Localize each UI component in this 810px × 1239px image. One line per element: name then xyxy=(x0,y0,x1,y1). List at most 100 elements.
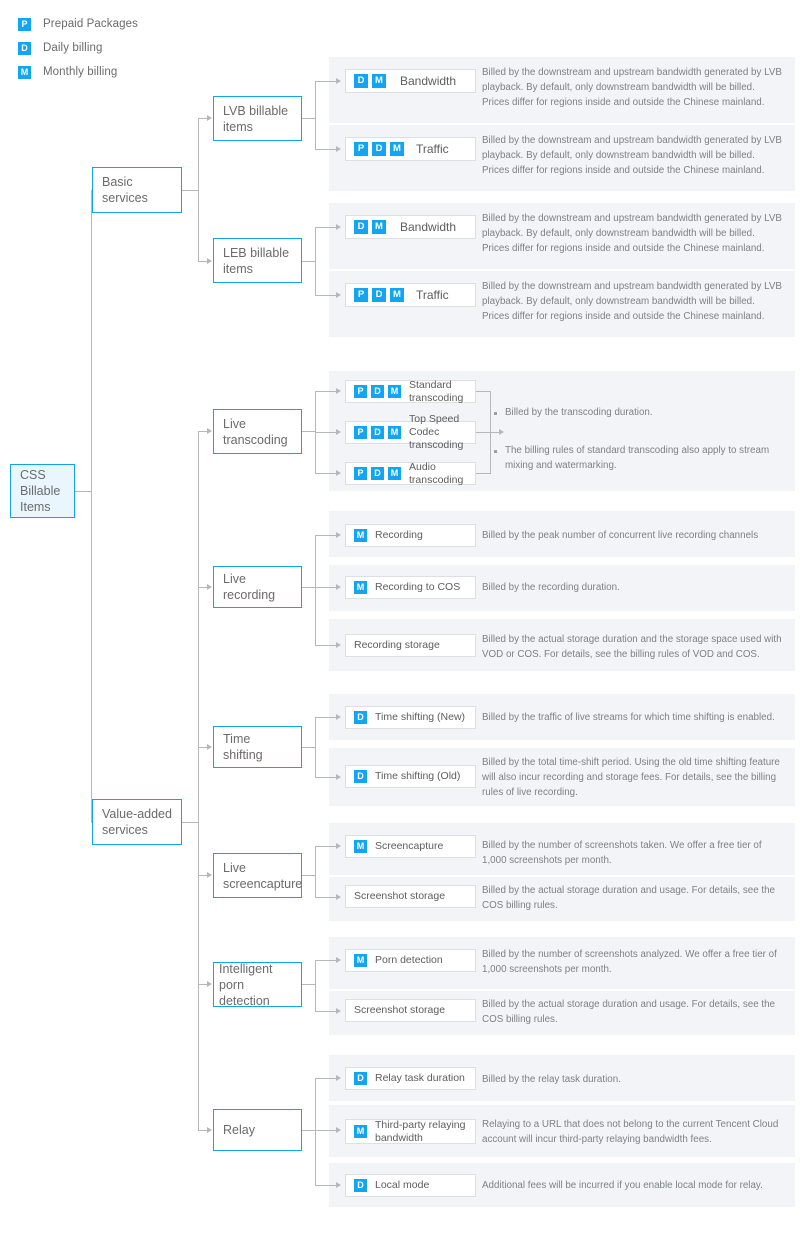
arrow-icon xyxy=(336,469,341,476)
node-live-transcoding[interactable]: Live transcoding xyxy=(213,409,302,454)
item-label: Screenshot storage xyxy=(354,1004,446,1017)
badge-daily-icon: D xyxy=(371,426,384,439)
item-label: Recording to COS xyxy=(375,581,461,594)
badge-prepaid-icon: P xyxy=(354,467,367,480)
arrow-icon xyxy=(336,531,341,538)
badge-prepaid-icon: P xyxy=(354,426,367,439)
item-lvb-traffic[interactable]: P D M Traffic xyxy=(345,137,476,161)
badge-daily-icon: D xyxy=(354,1179,367,1192)
item-leb-traffic[interactable]: P D M Traffic xyxy=(345,283,476,307)
item-audio-transcoding[interactable]: P D M Audio transcoding xyxy=(345,460,476,486)
node-value-added-services[interactable]: Value-added services xyxy=(92,799,182,845)
item-description: Billed by the actual storage duration an… xyxy=(482,634,782,660)
badge-daily-icon: D xyxy=(354,711,367,724)
item-third-party-relaying-bandwidth[interactable]: M Third-party relaying bandwidth xyxy=(345,1119,476,1144)
node-root[interactable]: CSS Billable Items xyxy=(10,464,75,518)
node-label: LEB billable items xyxy=(223,245,290,276)
connector xyxy=(302,118,315,119)
arrow-icon xyxy=(336,291,341,298)
item-recording-storage[interactable]: Recording storage xyxy=(345,634,476,657)
node-label: Value-added services xyxy=(102,807,172,837)
arrow-icon xyxy=(499,428,504,435)
connector xyxy=(315,777,337,778)
connector xyxy=(315,81,316,149)
item-time-shifting-new[interactable]: D Time shifting (New) xyxy=(345,706,476,729)
arrow-icon xyxy=(207,257,212,264)
item-description: Billed by the peak number of concurrent … xyxy=(482,530,759,541)
badge-prepaid-icon: P xyxy=(354,142,368,156)
item-label: Porn detection xyxy=(375,954,443,967)
item-description: Billed by the traffic of live streams fo… xyxy=(482,712,775,723)
connector xyxy=(315,717,337,718)
badge-monthly-icon: M xyxy=(354,840,367,853)
badge-daily-icon: D xyxy=(354,220,368,234)
item-description: Billed by the downstream and upstream ba… xyxy=(482,135,782,176)
node-time-shifting[interactable]: Time shifting xyxy=(213,726,302,768)
item-recording-to-cos[interactable]: M Recording to COS xyxy=(345,576,476,599)
item-local-mode[interactable]: D Local mode xyxy=(345,1174,476,1197)
connector xyxy=(315,81,337,82)
item-recording[interactable]: M Recording xyxy=(345,524,476,547)
arrow-icon xyxy=(336,773,341,780)
badge-monthly-icon: M xyxy=(388,467,401,480)
node-basic-services[interactable]: Basic services xyxy=(92,167,182,213)
node-live-recording[interactable]: Live recording xyxy=(213,566,302,608)
node-live-screencapture[interactable]: Live screencapture xyxy=(213,853,302,898)
badge-monthly-icon: M xyxy=(390,288,404,302)
connector xyxy=(198,875,208,876)
item-description: Relaying to a URL that does not belong t… xyxy=(482,1119,779,1145)
item-lvb-bandwidth[interactable]: D M Bandwidth xyxy=(345,69,476,93)
item-screenshot-storage[interactable]: Screenshot storage xyxy=(345,885,476,908)
legend-item: D Daily billing xyxy=(18,36,138,60)
legend-label: Prepaid Packages xyxy=(43,18,138,30)
item-label: Third-party relaying bandwidth xyxy=(375,1118,466,1144)
item-label: Standard transcoding xyxy=(409,378,464,404)
node-relay[interactable]: Relay xyxy=(213,1109,302,1151)
badge-daily-icon: D xyxy=(372,142,386,156)
item-leb-bandwidth[interactable]: D M Bandwidth xyxy=(345,215,476,239)
badge-monthly-icon: M xyxy=(354,581,367,594)
item-relay-task-duration[interactable]: D Relay task duration xyxy=(345,1067,476,1090)
item-label: Audio transcoding xyxy=(409,460,464,486)
badge-prepaid-icon: P xyxy=(354,288,368,302)
arrow-icon xyxy=(207,583,212,590)
item-label: Recording xyxy=(375,529,423,542)
badge-prepaid-icon: P xyxy=(354,385,367,398)
connector xyxy=(198,431,199,1131)
badge-monthly-icon: M xyxy=(390,142,404,156)
node-lvb-billable-items[interactable]: LVB billable items xyxy=(213,96,302,141)
connector xyxy=(476,391,490,392)
item-top-speed-codec-transcoding[interactable]: P D M Top Speed Codec transcoding xyxy=(345,413,476,451)
item-porn-detection[interactable]: M Porn detection xyxy=(345,949,476,972)
node-leb-billable-items[interactable]: LEB billable items xyxy=(213,238,302,283)
arrow-icon xyxy=(336,713,341,720)
badge-daily-icon: D xyxy=(371,385,384,398)
connector xyxy=(302,587,315,588)
connector xyxy=(315,1078,337,1079)
arrow-icon xyxy=(336,641,341,648)
node-intelligent-porn-detection[interactable]: Intelligent porn detection xyxy=(213,962,302,1008)
item-screenshot-storage[interactable]: Screenshot storage xyxy=(345,999,476,1022)
arrow-icon xyxy=(336,956,341,963)
connector xyxy=(476,473,490,474)
connector xyxy=(315,473,337,474)
connector xyxy=(315,846,316,897)
badge-daily-icon: D xyxy=(354,1072,367,1085)
badge-daily-icon: D xyxy=(372,288,386,302)
badge-monthly-icon: M xyxy=(388,426,401,439)
badge-daily-icon: D xyxy=(371,467,384,480)
item-description: Billed by the number of screenshots anal… xyxy=(482,949,777,975)
item-label: Traffic xyxy=(416,287,449,302)
legend-item: P Prepaid Packages xyxy=(18,12,138,36)
item-screencapture[interactable]: M Screencapture xyxy=(345,835,476,858)
arrow-icon xyxy=(336,893,341,900)
connector xyxy=(198,747,208,748)
connector xyxy=(315,391,337,392)
node-label: Live recording xyxy=(223,572,276,602)
item-time-shifting-old[interactable]: D Time shifting (Old) xyxy=(345,765,476,788)
node-label: Time shifting xyxy=(223,732,263,762)
item-standard-transcoding[interactable]: P D M Standard transcoding xyxy=(345,378,476,404)
bullet-item: Billed by the transcoding duration. xyxy=(494,406,784,421)
connector xyxy=(91,190,92,492)
arrow-icon xyxy=(207,427,212,434)
